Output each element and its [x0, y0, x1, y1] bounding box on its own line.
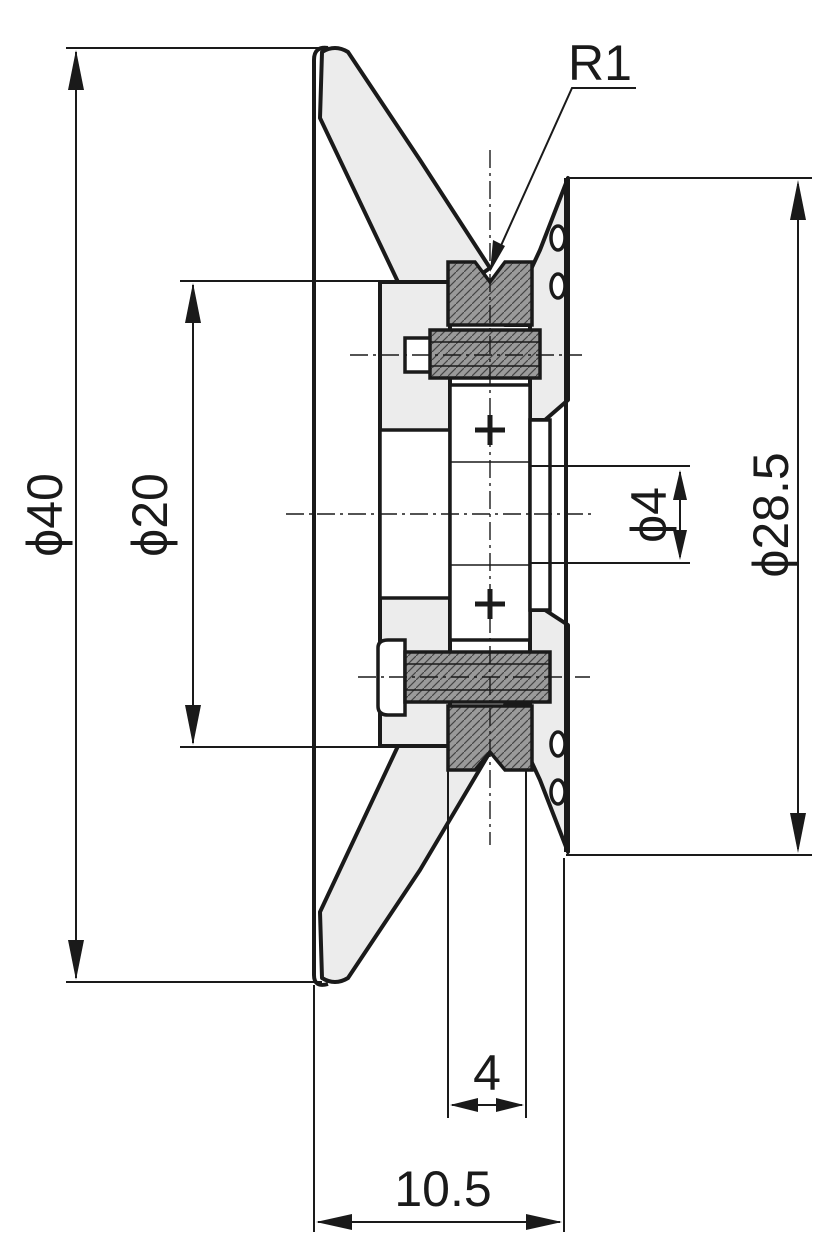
flange-knurl: [549, 224, 567, 806]
label-hub-diameter: ϕ20: [122, 473, 178, 557]
lower-v-flange: [318, 744, 492, 984]
dim-hub-diameter: [180, 280, 400, 748]
dim-outer-diameter: [66, 47, 322, 983]
upper-groove-insert: [446, 260, 534, 327]
dim-overall-width: [313, 858, 565, 1232]
dim-groove-radius: [489, 87, 636, 272]
label-flange-diameter: ϕ28.5: [743, 452, 799, 577]
dim-flange-diameter: [566, 177, 812, 856]
label-overall-width: 10.5: [394, 1161, 491, 1217]
label-groove-radius: R1: [568, 35, 632, 91]
upper-set-screw: [403, 328, 542, 380]
dim-bearing-width: [447, 770, 527, 1118]
label-bore-diameter: ϕ4: [621, 487, 677, 543]
label-bearing-width: 4: [473, 1045, 501, 1101]
bearing: [448, 383, 552, 642]
dim-bore-diameter: [530, 465, 690, 564]
pulley-top-cap: [312, 45, 329, 61]
lower-groove-insert: [446, 704, 534, 772]
label-outer-diameter: ϕ40: [17, 473, 73, 557]
upper-v-flange: [318, 46, 492, 284]
pulley-bottom-cap: [312, 974, 329, 987]
